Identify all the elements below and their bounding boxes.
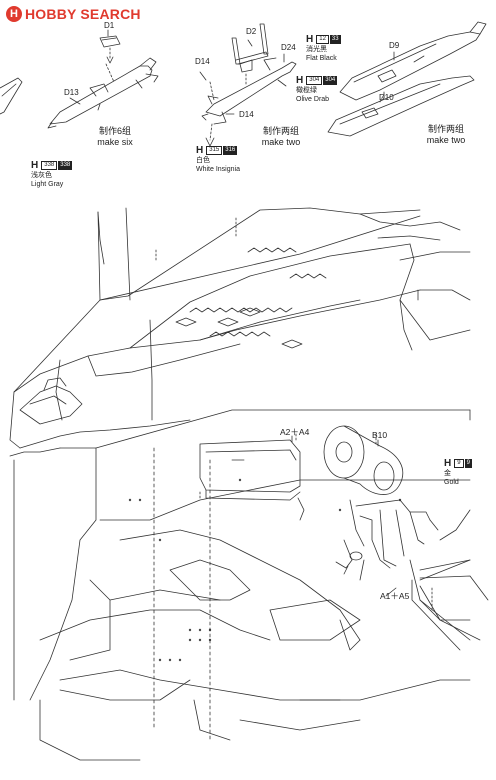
panel-a2-a4	[199, 431, 305, 521]
color-callout-white-insignia: H 315 316 白色 White Insignia	[196, 145, 240, 174]
color-name-en: Light Gray	[31, 181, 64, 188]
color-code-box: 304	[306, 76, 323, 85]
color-code-light-gray: H 338 338	[31, 160, 73, 171]
label-d1: D1	[104, 21, 115, 30]
landing-gear-cluster	[335, 499, 471, 581]
label-d14-bottom: D14	[239, 110, 254, 119]
quantity-two-b-en: make two	[426, 135, 466, 145]
color-name-cn: 消光黑	[306, 46, 327, 53]
color-name-cn: 橄榄绿	[296, 87, 317, 94]
part-d2	[231, 23, 269, 87]
label-a2-a4: A2＋A4	[280, 427, 310, 437]
quantity-make-two-a: 制作两组 make two	[255, 126, 307, 148]
label-d2: D2	[246, 27, 257, 36]
color-code-box: 12	[316, 35, 329, 44]
color-name-en: Flat Black	[306, 55, 337, 62]
label-d10: D10	[379, 93, 394, 102]
part-d1	[99, 35, 121, 64]
label-d24: D24	[281, 43, 296, 52]
label-d13: D13	[64, 88, 79, 97]
fuel-tank-d10	[327, 75, 475, 137]
quantity-make-six: 制作6组 make six	[90, 126, 140, 148]
quantity-six-cn: 制作6组	[98, 126, 131, 136]
logo-badge: H	[6, 6, 22, 22]
quantity-two-a-en: make two	[261, 137, 301, 147]
color-name-cn: 浅灰色	[31, 172, 52, 179]
quantity-two-a-cn: 制作两组	[262, 126, 299, 136]
color-callout-light-gray: H 338 338 浅灰色 Light Gray	[31, 160, 73, 189]
missile-d24	[201, 57, 297, 147]
fuel-tank-d9	[339, 21, 487, 101]
rail-assembly	[411, 575, 489, 651]
leader-d13	[69, 97, 81, 105]
hobby-color-prefix: H	[306, 34, 314, 45]
leader-d2	[247, 39, 253, 47]
fuselage-assembly	[9, 207, 471, 741]
quantity-two-b-cn: 制作两组	[427, 124, 464, 134]
pylon-fragment-left	[0, 77, 23, 115]
hobby-search-logo: H HOBBY SEARCH	[6, 4, 141, 24]
color-code-white-insignia: H 315 316	[196, 145, 240, 156]
color-name-en: Olive Drab	[296, 96, 330, 103]
color-name-en: White Insignia	[196, 166, 240, 173]
label-d14-top: D14	[195, 57, 210, 66]
color-code-box: 338	[58, 161, 73, 170]
logo-text: HOBBY SEARCH	[25, 6, 141, 22]
color-code-flat-black: H 12 33	[306, 34, 341, 45]
color-code-olive-drab: H 304 304	[296, 75, 338, 86]
quantity-six-en: make six	[97, 137, 133, 147]
missile-d13	[47, 57, 159, 129]
lower-frame	[13, 289, 471, 761]
label-d9: D9	[389, 41, 400, 50]
hobby-color-prefix: H	[31, 160, 39, 171]
leader-a1a5	[385, 587, 397, 597]
color-code-box: 9	[464, 459, 472, 468]
label-b10: B10	[372, 430, 388, 440]
hobby-color-prefix: H	[296, 75, 304, 86]
color-callout-gold: H 9 9 金 Gold	[444, 458, 472, 487]
color-code-box: 33	[329, 35, 341, 44]
color-name-en: Gold	[444, 479, 459, 486]
color-code-box: 316	[223, 146, 238, 155]
part-b10	[323, 425, 404, 495]
color-callout-flat-black: H 12 33 消光黑 Flat Black	[306, 34, 341, 63]
color-code-box: 338	[41, 161, 58, 170]
quantity-make-two-b: 制作两组 make two	[420, 124, 472, 146]
color-code-box: 315	[206, 146, 223, 155]
leader-d14-top	[199, 71, 207, 81]
hobby-color-prefix: H	[196, 145, 204, 156]
color-code-gold: H 9 9	[444, 458, 472, 469]
color-code-box: 304	[323, 76, 338, 85]
color-callout-olive-drab: H 304 304 橄榄绿 Olive Drab	[296, 75, 338, 104]
color-code-box: 9	[454, 459, 464, 468]
label-a1-a5: A1＋A5	[380, 591, 410, 601]
color-name-cn: 白色	[196, 157, 210, 164]
color-name-cn: 金	[444, 470, 451, 477]
hobby-color-prefix: H	[444, 458, 452, 469]
